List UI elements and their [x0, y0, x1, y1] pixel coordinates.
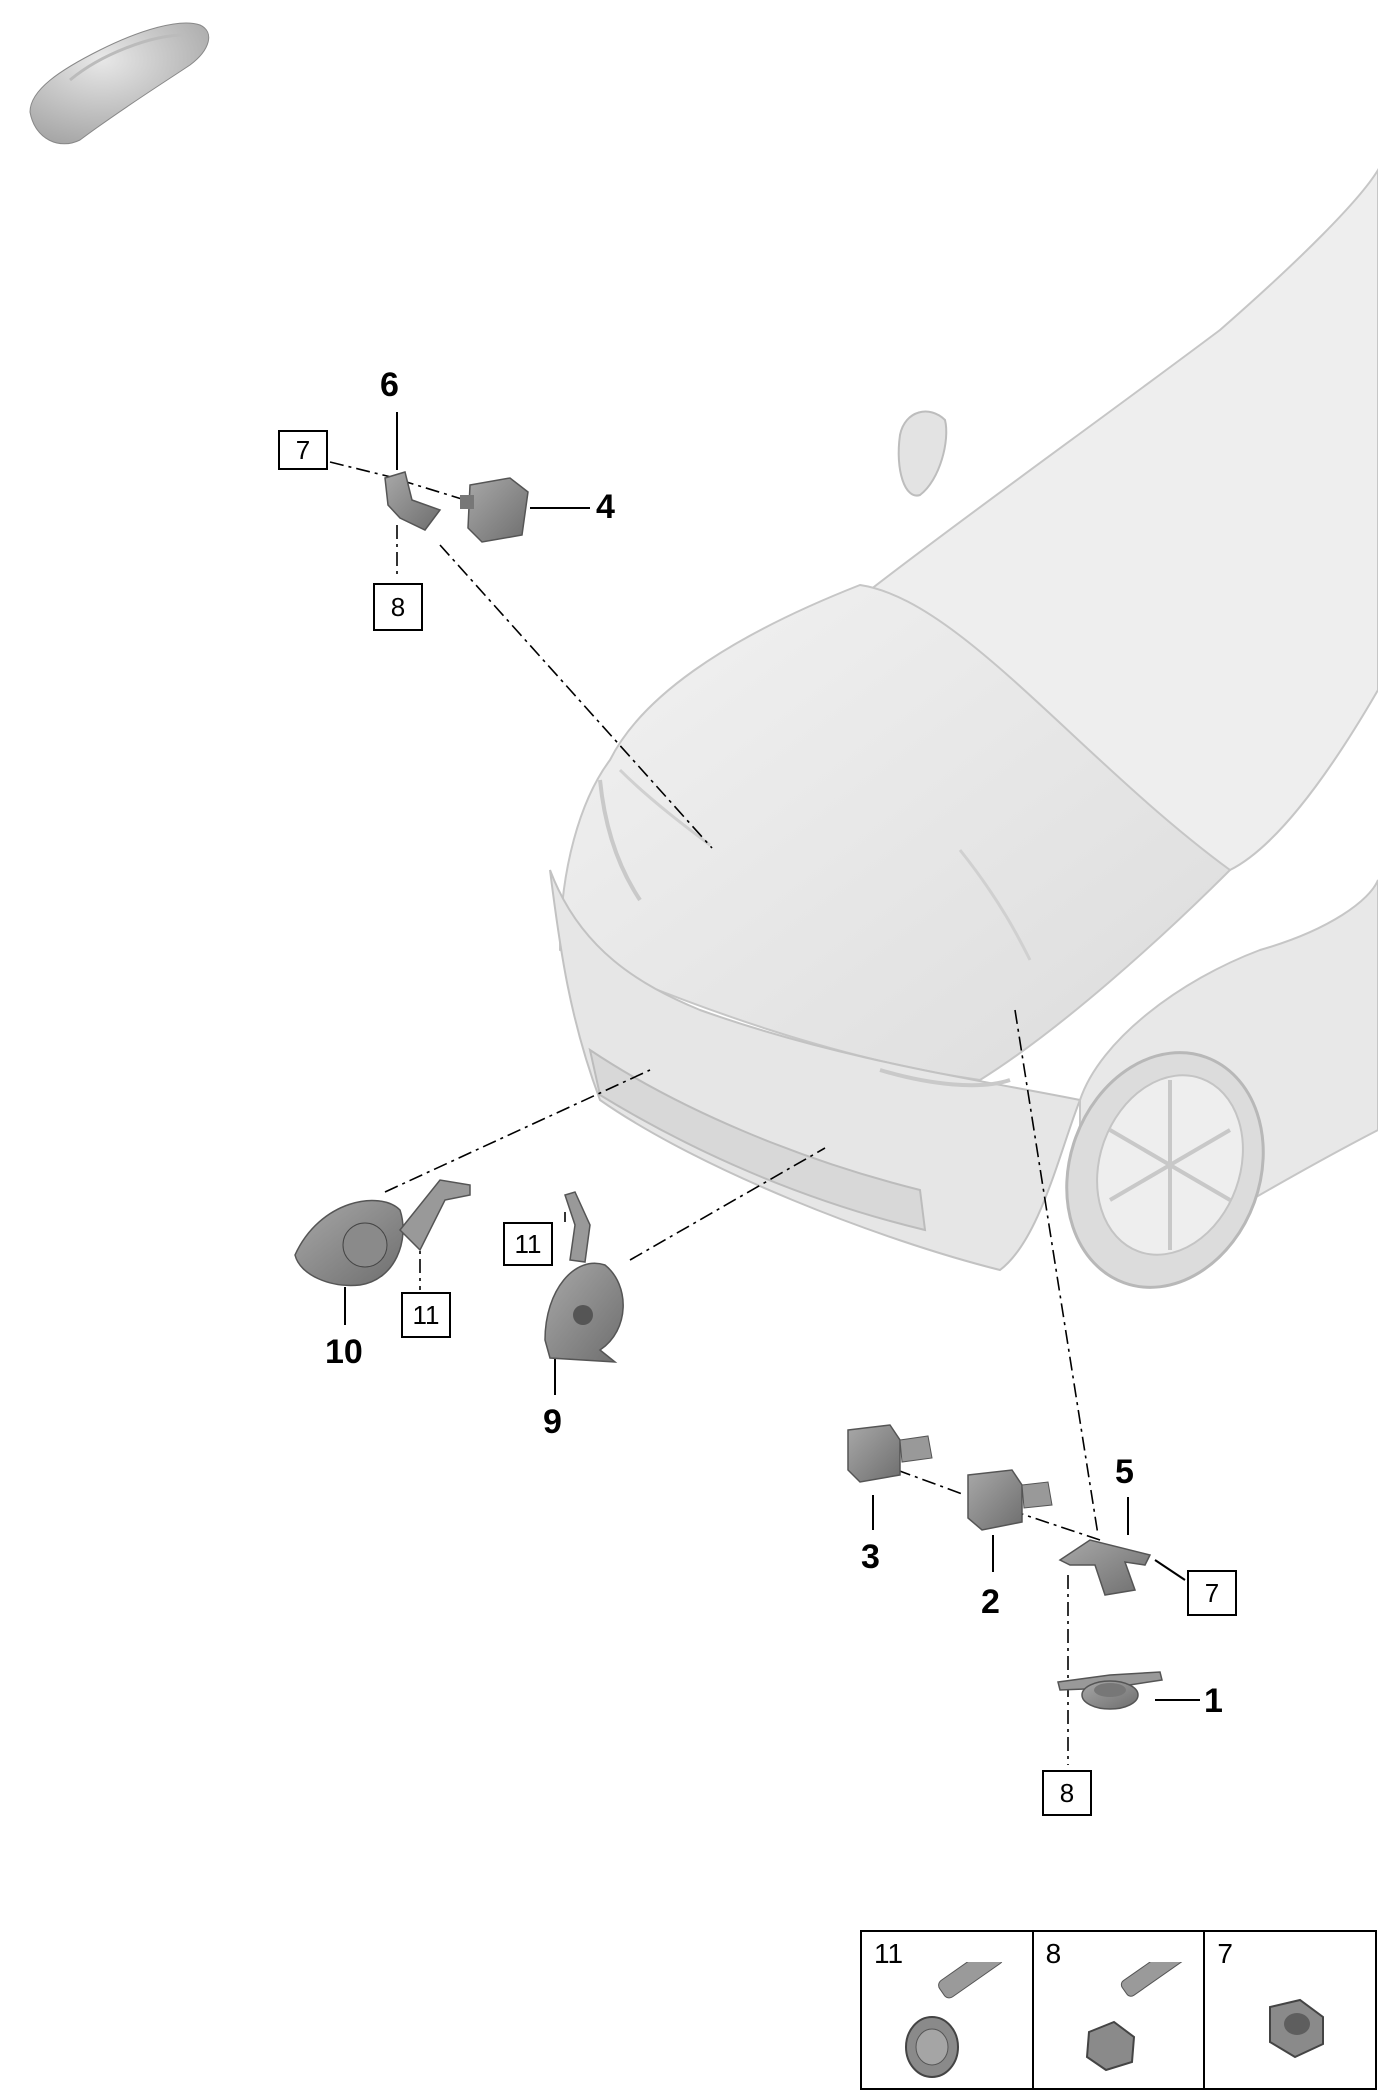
callout-6: 6 — [380, 366, 399, 404]
callout-10: 10 — [325, 1333, 363, 1371]
callout-lines — [344, 412, 1200, 1701]
callout-5: 5 — [1115, 1453, 1134, 1491]
boxed-label-7-right: 7 — [1187, 1570, 1237, 1616]
hardware-cell-7: 7 — [1205, 1932, 1375, 2088]
boxed-label-11-left: 11 — [503, 1222, 553, 1266]
callout-1: 1 — [1204, 1682, 1223, 1720]
hardware-cell-11: 11 — [862, 1932, 1034, 2088]
boxed-label-11-mid: 11 — [401, 1292, 451, 1338]
vehicle-illustration — [549, 168, 1378, 1289]
hardware-table: 11 8 7 — [860, 1930, 1377, 2090]
hardware-cell-8: 8 — [1034, 1932, 1206, 2088]
sensor-2-part — [967, 1469, 1053, 1531]
vehicle-thumbnail-icon — [29, 22, 210, 145]
hex-nut-icon — [1269, 1998, 1325, 2059]
callout-2: 2 — [981, 1583, 1000, 1621]
callout-3: 3 — [861, 1538, 880, 1576]
bracket-5-part — [1058, 1539, 1152, 1596]
leader-lines — [329, 461, 1101, 1765]
callout-4: 4 — [596, 488, 615, 526]
callout-9: 9 — [543, 1403, 562, 1441]
hardware-number-11: 11 — [874, 1938, 904, 1969]
hardware-number-7: 7 — [1217, 1938, 1233, 1969]
horn-10-part — [294, 1179, 471, 1287]
boxed-label-8-bottom: 8 — [1042, 1770, 1092, 1816]
sensor-3-part — [847, 1424, 933, 1483]
hardware-number-8: 8 — [1045, 1938, 1062, 1969]
hex-bolt-icon — [1085, 1962, 1186, 2072]
boxed-label-8-top: 8 — [373, 583, 423, 631]
flange-bolt-icon — [905, 1962, 1004, 2078]
bracket-6-part — [384, 471, 442, 531]
sensor-4-part — [460, 477, 529, 543]
horn-9-part — [544, 1191, 624, 1363]
boxed-label-7-top: 7 — [278, 430, 328, 470]
horn-1-part — [1057, 1671, 1163, 1710]
